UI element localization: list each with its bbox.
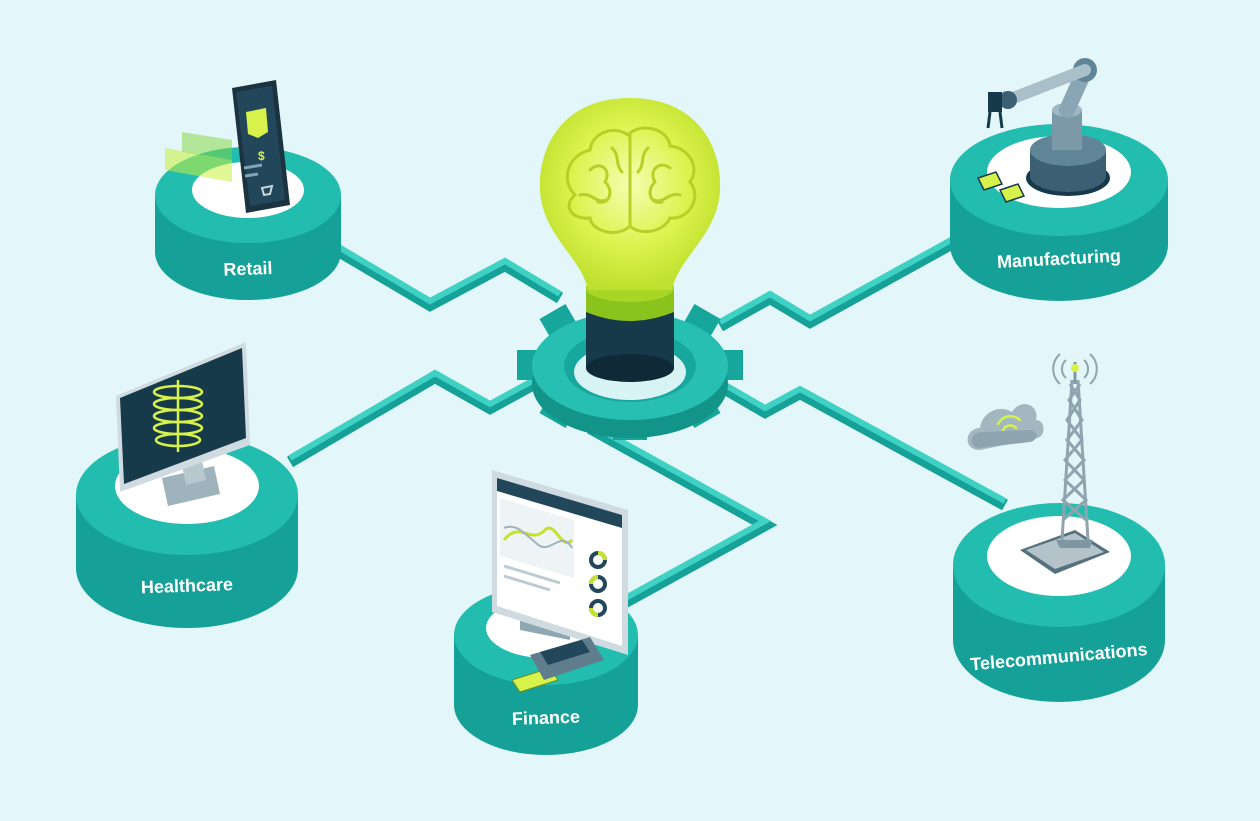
node-retail: $ Retail xyxy=(155,80,341,300)
brain-icon xyxy=(565,126,697,234)
medical-monitor-icon xyxy=(116,342,250,506)
connector-healthcare xyxy=(286,370,548,468)
smartphone-shop-icon: $ xyxy=(165,80,290,213)
node-retail-label: Retail xyxy=(223,258,273,280)
node-telecommunications: Telecommunications xyxy=(953,353,1165,702)
connector-manufacturing xyxy=(717,222,983,332)
card-terminal-icon xyxy=(511,637,604,693)
connector-retail xyxy=(316,234,564,312)
robot-arm-icon xyxy=(976,58,1110,203)
finance-dashboard-icon xyxy=(492,470,628,655)
wifi-cloud-icon xyxy=(967,404,1044,450)
node-manufacturing: Manufacturing xyxy=(950,58,1168,301)
svg-text:$: $ xyxy=(258,149,265,163)
connector-finance xyxy=(587,422,778,611)
node-finance: Finance xyxy=(454,470,638,755)
cell-tower-icon xyxy=(1020,353,1110,574)
connectors xyxy=(286,221,1008,611)
center-hub xyxy=(517,98,743,440)
connector-telecom xyxy=(711,377,1008,511)
node-healthcare: Healthcare xyxy=(76,342,298,628)
node-healthcare-label: Healthcare xyxy=(141,574,234,597)
node-finance-label: Finance xyxy=(512,707,581,729)
